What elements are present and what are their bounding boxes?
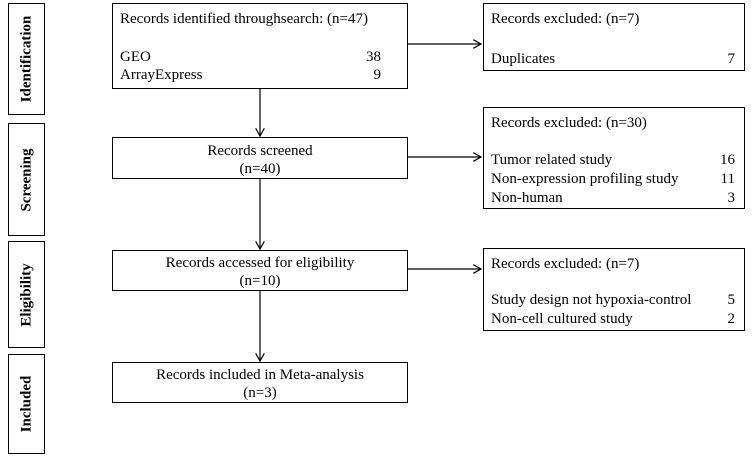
- screened-label: Records screened: [207, 143, 313, 159]
- stage-eligibility: Eligibility: [8, 241, 45, 348]
- source-count: 38: [366, 49, 381, 65]
- excluded-count: 11: [720, 171, 735, 187]
- excluded-reason: Non-expression profiling study: [491, 171, 679, 187]
- excluded-reason: Duplicates: [491, 51, 556, 67]
- excluded-reason: Non-cell cultured study: [491, 311, 633, 327]
- included-count: (n=3): [243, 385, 277, 401]
- excluded-title: Records excluded: (n=7): [491, 11, 640, 27]
- excluded-box-eligibility: Records excluded: (n=7) Study design not…: [483, 248, 745, 331]
- stage-label: Screening: [18, 147, 34, 212]
- identification-title: Records identified throughsearch: (n=47): [120, 11, 368, 27]
- stage-label: Eligibility: [18, 262, 34, 327]
- stage-label: Included: [18, 375, 34, 433]
- stage-included: Included: [8, 354, 45, 454]
- excluded-count: 2: [727, 311, 736, 327]
- stage-identification: Identification: [8, 3, 45, 115]
- screened-count: (n=40): [239, 161, 281, 177]
- identification-box: Records identified throughsearch: (n=47)…: [112, 3, 408, 89]
- excluded-box-screening: Records excluded: (n=30) Tumor related s…: [483, 107, 745, 209]
- excluded-box-duplicates: Records excluded: (n=7) Duplicates 7: [483, 3, 745, 71]
- excluded-title: Records excluded: (n=7): [491, 256, 640, 272]
- screened-box: Records screened (n=40): [112, 137, 408, 179]
- excluded-title: Records excluded: (n=30): [491, 115, 647, 131]
- excluded-count: 7: [727, 51, 736, 67]
- eligibility-count: (n=10): [239, 273, 281, 289]
- excluded-count: 16: [720, 152, 735, 168]
- included-label: Records included in Meta-analysis: [156, 367, 364, 383]
- stage-label: Identification: [18, 15, 34, 103]
- eligibility-box: Records accessed for eligibility (n=10): [112, 250, 408, 291]
- excluded-count: 3: [727, 190, 736, 206]
- excluded-reason: Tumor related study: [491, 152, 613, 168]
- included-box: Records included in Meta-analysis (n=3): [112, 362, 408, 403]
- eligibility-label: Records accessed for eligibility: [165, 255, 355, 271]
- excluded-reason: Study design not hypoxia-control: [491, 292, 692, 308]
- source-count: 9: [373, 67, 382, 83]
- stage-screening: Screening: [8, 123, 45, 236]
- source-label: GEO: [120, 49, 151, 65]
- excluded-count: 5: [727, 292, 736, 308]
- source-label: ArrayExpress: [120, 67, 203, 83]
- excluded-reason: Non-human: [491, 190, 563, 206]
